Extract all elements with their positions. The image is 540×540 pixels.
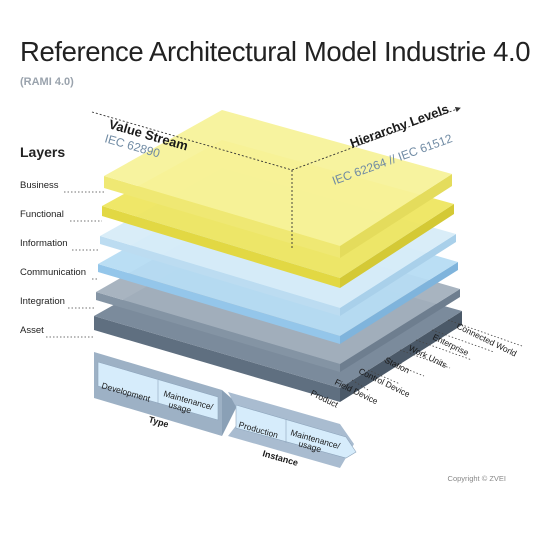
layer-label-communication: Communication [20,267,86,278]
axis-lines [91,107,461,248]
tick-work-units [415,339,473,361]
copyright-notice: Copyright © ZVEI [447,474,506,483]
layers-heading: Layers [20,144,66,160]
instance-box [235,404,357,459]
level-enterprise: Enterprise [431,332,470,358]
tick-enterprise [431,329,495,353]
tick-connected-world [447,319,523,347]
layer-leader-lines [46,191,104,338]
layer-label-business: Business [20,180,59,191]
layer-label-functional: Functional [20,209,64,220]
level-work-units: Work Units [407,343,449,370]
page-subtitle: (RAMI 4.0) [20,76,74,88]
layer-business [104,110,452,258]
value-stream-ribbon [94,352,357,468]
hierarchy-axis-line [291,107,461,171]
value-stream-axis-line [91,111,293,171]
layer-label-asset: Asset [20,325,44,336]
layer-label-information: Information [20,238,68,249]
hierarchy-tick-lines [351,319,523,391]
layer-label-integration: Integration [20,296,65,307]
tick-control-device [383,359,425,377]
page-title: Reference Architectural Model Industrie … [20,36,531,67]
tick-field-device [367,369,401,385]
